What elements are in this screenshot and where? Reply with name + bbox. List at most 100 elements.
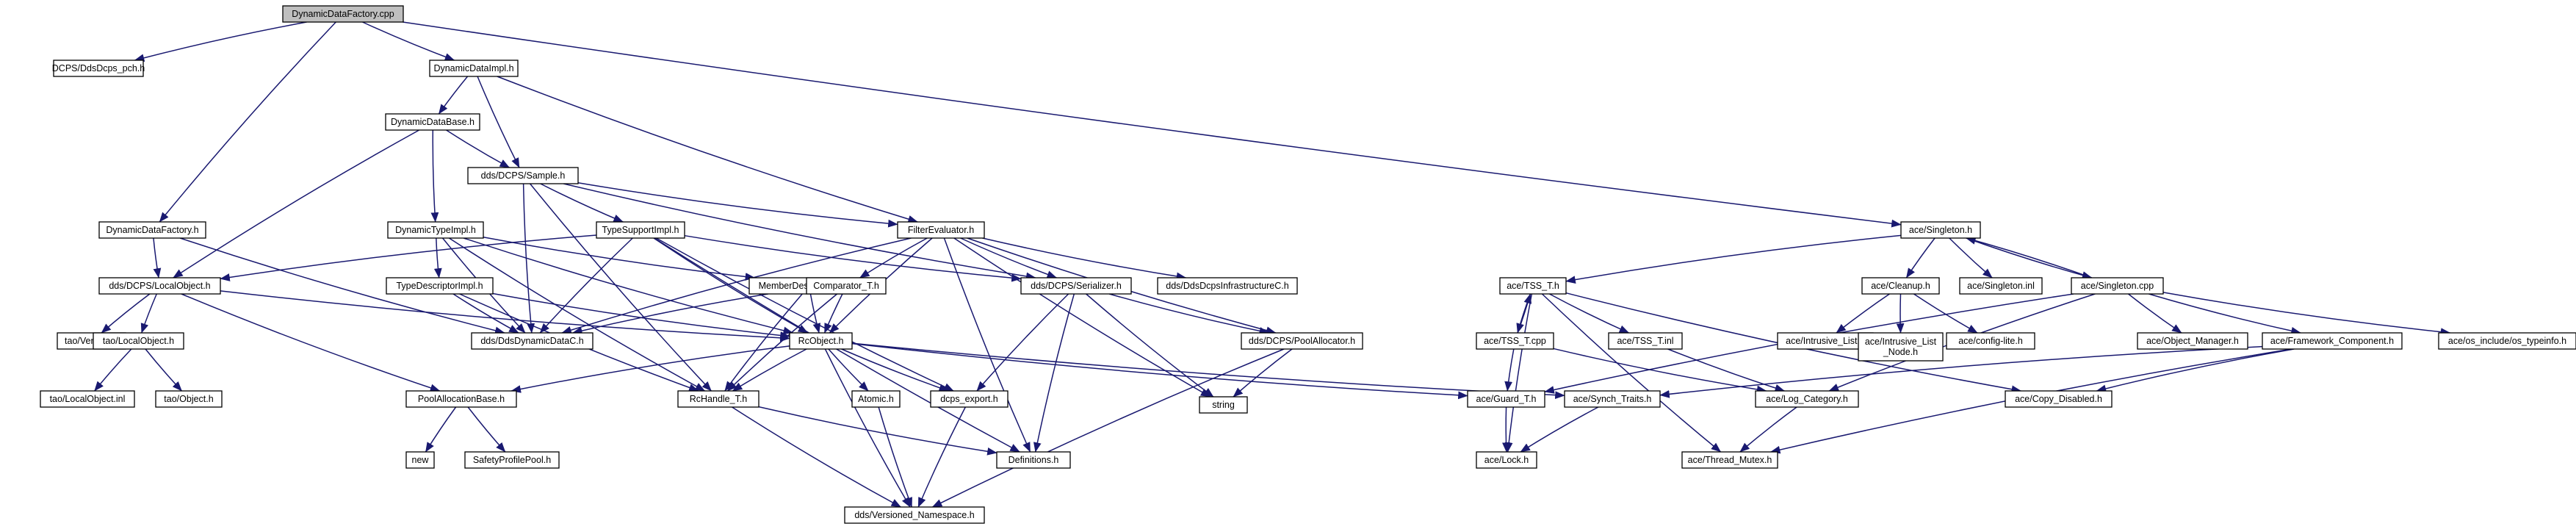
graph-node[interactable]: ace/Copy_Disabled.h: [2005, 390, 2113, 408]
node-label: dds/DCPS/LocalObject.h: [109, 281, 210, 291]
node-box: [1157, 277, 1298, 295]
graph-node[interactable]: dds/DdsDynamicDataC.h: [471, 332, 594, 350]
graph-node[interactable]: ace/Framework_Component.h: [2262, 332, 2403, 350]
dependency-edge: [1517, 293, 1532, 334]
graph-node[interactable]: ace/Object_Manager.h: [2137, 332, 2248, 350]
graph-node[interactable]: ace/Synch_Traits.h: [1564, 390, 1661, 408]
graph-node[interactable]: ace/TSS_T.inl: [1608, 332, 1683, 350]
node-label: ace/Lock.h: [1484, 455, 1529, 465]
graph-node[interactable]: string: [1199, 396, 1248, 414]
node-box: [789, 332, 853, 350]
graph-node[interactable]: ace/config-lite.h: [1946, 332, 2035, 350]
node-box: [1499, 277, 1567, 295]
graph-node[interactable]: ace/Singleton.inl: [1959, 277, 2043, 295]
node-box: [405, 390, 517, 408]
graph-node[interactable]: ace/TSS_T.h: [1499, 277, 1567, 295]
dependency-edge: [134, 21, 307, 62]
dependency-edge: [824, 348, 911, 508]
graph-node[interactable]: tao/LocalObject.h: [93, 332, 184, 350]
graph-node[interactable]: ace/Intrusive_List.h: [1777, 332, 1874, 350]
graph-node[interactable]: new: [405, 451, 435, 469]
dependency-edge: [94, 348, 132, 392]
graph-node[interactable]: ace/os_include/os_typeinfo.h: [2438, 332, 2576, 350]
node-box: [405, 451, 435, 469]
node-label: dds/DCPS/Sample.h: [481, 170, 566, 181]
graph-node[interactable]: ace/Cleanup.h: [1861, 277, 1940, 295]
graph-node[interactable]: DynamicDataBase.h: [385, 113, 480, 131]
graph-node[interactable]: dds/DCPS/LocalObject.h: [98, 277, 221, 295]
dependency-edge: [561, 237, 912, 334]
node-box: [1858, 332, 1944, 362]
graph-node[interactable]: DynamicDataImpl.h: [429, 60, 519, 77]
node-box: [1199, 396, 1248, 414]
dependency-edge: [684, 234, 1022, 282]
node-box: [385, 113, 480, 131]
graph-node[interactable]: ace/Singleton.cpp: [2071, 277, 2164, 295]
node-label: dcps_export.h: [940, 394, 998, 404]
graph-node[interactable]: SafetyProfilePool.h: [464, 451, 560, 469]
graph-node[interactable]: FilterEvaluator.h: [897, 221, 985, 239]
graph-node[interactable]: ace/TSS_T.cpp: [1476, 332, 1554, 350]
dependency-edge: [931, 348, 1285, 508]
node-label: dds/DdsDynamicDataC.h: [480, 336, 583, 346]
graph-node[interactable]: ace/Singleton.h: [1900, 221, 1981, 239]
dependency-edge: [878, 406, 913, 508]
dependency-edge: [960, 237, 1058, 278]
graph-node[interactable]: dds/Versioned_Namespace.h: [844, 506, 985, 524]
node-label: ace/TSS_T.h: [1507, 281, 1559, 291]
graph-node[interactable]: DynamicDataFactory.h: [98, 221, 206, 239]
node-box: [1241, 332, 1363, 350]
graph-node[interactable]: ace/Lock.h: [1476, 451, 1537, 469]
node-label: ace/Intrusive_List_Node.h: [1865, 337, 1937, 357]
dependency-edge: [1739, 406, 1797, 453]
node-box: [1467, 390, 1545, 408]
graph-node[interactable]: DynamicTypeImpl.h: [387, 221, 484, 239]
graph-node[interactable]: dcps_export.h: [930, 390, 1009, 408]
dependency-edge: [433, 237, 442, 278]
dependency-edge: [540, 183, 624, 223]
dependency-edge: [153, 237, 162, 278]
dependency-edge: [159, 21, 336, 223]
node-box: [467, 167, 579, 184]
node-box: [98, 221, 206, 239]
graph-node[interactable]: dds/DCPS/Sample.h: [467, 167, 579, 184]
graph-node[interactable]: ace/Thread_Mutex.h: [1681, 451, 1778, 469]
graph-node[interactable]: Comparator_T.h: [806, 277, 887, 295]
graph-node[interactable]: tao/Object.h: [155, 390, 223, 408]
node-label: tao/LocalObject.h: [103, 336, 174, 346]
node-label: ace/Object_Manager.h: [2146, 336, 2239, 346]
node-label: RcObject.h: [798, 336, 844, 346]
graph-node[interactable]: tao/LocalObject.inl: [40, 390, 135, 408]
dependency-edge: [1033, 293, 1075, 453]
node-box: [471, 332, 594, 350]
dependency-edge: [477, 76, 520, 168]
graph-node[interactable]: RcObject.h: [789, 332, 853, 350]
node-label: DCPS/DdsDcps_pch.h: [52, 63, 145, 73]
graph-node[interactable]: dds/DCPS/Serializer.h: [1020, 277, 1132, 295]
dependency-edge: [1520, 406, 1599, 453]
graph-node[interactable]: TypeDescriptorImpl.h: [386, 277, 494, 295]
dependency-edge: [2162, 292, 2451, 337]
dependency-edge: [497, 76, 918, 223]
node-label: TypeDescriptorImpl.h: [396, 281, 483, 291]
dependency-edge: [463, 237, 793, 335]
graph-node[interactable]: Definitions.h: [996, 451, 1071, 469]
graph-node[interactable]: Atomic.h: [851, 390, 901, 408]
graph-node[interactable]: ace/Guard_T.h: [1467, 390, 1545, 408]
dependency-edge: [449, 237, 706, 392]
graph-node[interactable]: ace/Intrusive_List_Node.h: [1858, 332, 1944, 362]
graph-node[interactable]: DCPS/DdsDcps_pch.h: [52, 60, 145, 77]
node-box: [851, 390, 901, 408]
graph-node[interactable]: ace/Log_Category.h: [1755, 390, 1859, 408]
graph-node[interactable]: dds/DdsDcpsInfrastructureC.h: [1157, 277, 1298, 295]
graph-node[interactable]: PoolAllocationBase.h: [405, 390, 517, 408]
node-label: tao/LocalObject.inl: [50, 394, 126, 404]
node-box: [387, 221, 484, 239]
graph-node[interactable]: TypeSupportImpl.h: [596, 221, 685, 239]
node-label: ace/Synch_Traits.h: [1573, 394, 1652, 404]
node-label: ace/TSS_T.inl: [1617, 336, 1673, 346]
dependency-edge: [179, 237, 505, 335]
dependency-edge: [726, 293, 838, 392]
graph-node[interactable]: RcHandle_T.h: [677, 390, 760, 408]
graph-node[interactable]: dds/DCPS/PoolAllocator.h: [1241, 332, 1363, 350]
